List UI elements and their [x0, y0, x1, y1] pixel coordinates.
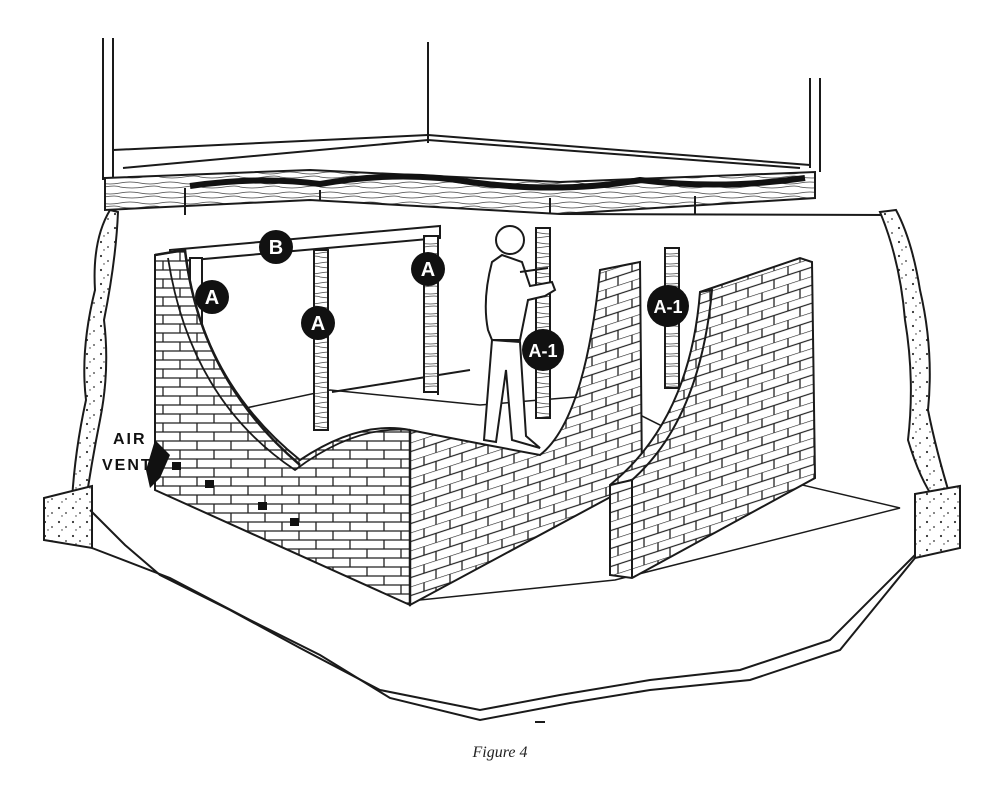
brick-wall-front: [154, 248, 644, 607]
svg-text:A: A: [311, 313, 325, 335]
label-a-right: A: [411, 252, 445, 286]
label-a1-man: A-1: [522, 329, 564, 371]
air-vents-arrow: [146, 440, 170, 488]
beam-b: [169, 224, 441, 264]
foundation-right: [878, 208, 961, 560]
vent-opening: [205, 480, 214, 488]
label-a-left: A: [195, 280, 229, 314]
brick-wall-right: [609, 256, 817, 580]
man-figure: [482, 225, 557, 449]
vent-opening: [290, 518, 299, 526]
figure-caption: Figure 4: [472, 744, 528, 761]
vent-opening: [258, 502, 267, 510]
svg-text:AIR: AIR: [113, 431, 147, 448]
svg-text:A-1: A-1: [653, 297, 682, 317]
label-a-center: A: [301, 306, 335, 340]
floor-joists: [104, 168, 891, 216]
label-a1-right: A-1: [647, 285, 689, 327]
upper-room: [102, 38, 821, 180]
svg-text:B: B: [269, 237, 283, 259]
post-center: [313, 249, 329, 431]
svg-text:A: A: [205, 287, 219, 309]
basement-floor: [89, 509, 916, 723]
svg-text:A: A: [421, 259, 435, 281]
svg-text:A-1: A-1: [528, 341, 557, 361]
vent-opening: [172, 462, 181, 470]
label-b: B: [259, 230, 293, 264]
foundation-left: [43, 208, 120, 550]
air-vents-callout: AIR VENTS: [102, 431, 170, 488]
post-man: [535, 227, 551, 419]
air-vent-openings: [172, 462, 299, 526]
